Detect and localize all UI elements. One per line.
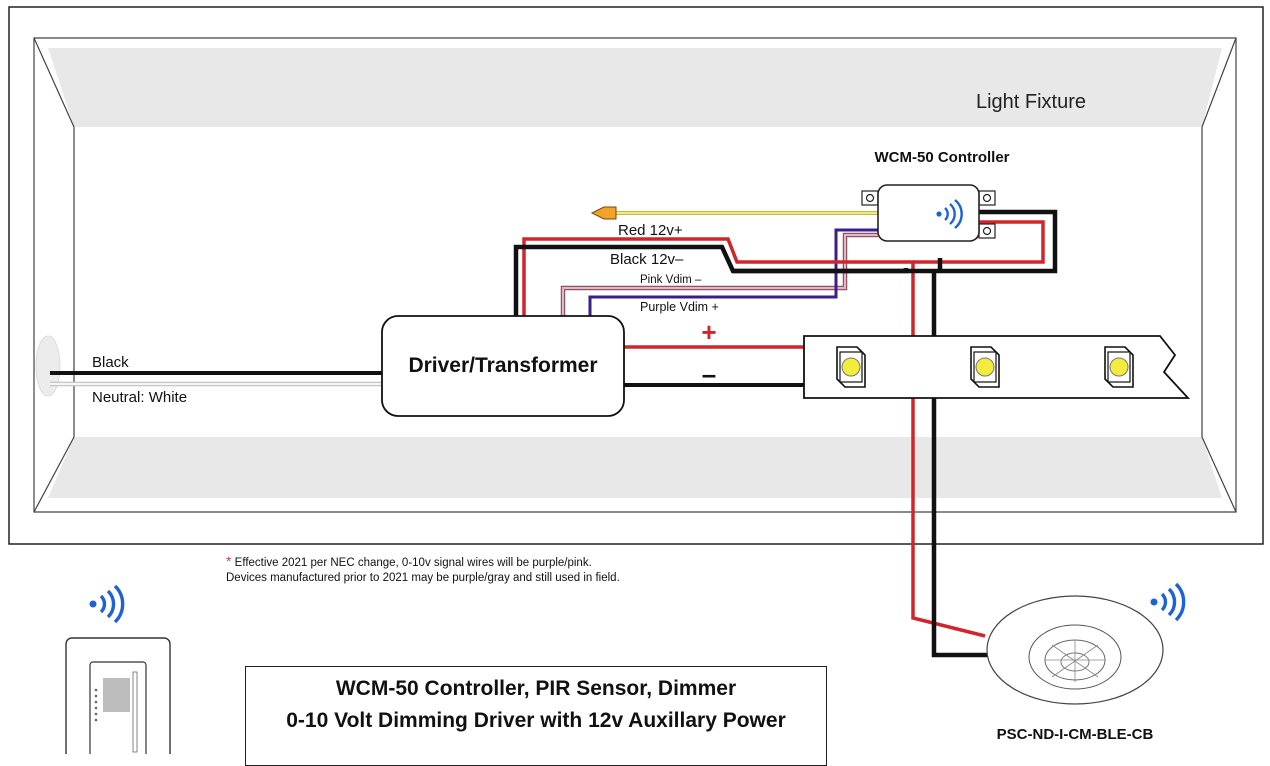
note-line-1: Effective 2021 per NEC change, 0-10v sig… [234,557,592,569]
red-wire-label: Red 12v+ [618,222,683,239]
positive-sign: + [701,317,716,347]
note-asterisk: * [226,553,232,569]
black-wire-sensor [931,271,1000,658]
negative-sign: – [702,359,716,389]
title-line-2: 0-10 Volt Dimming Driver with 12v Auxill… [286,709,786,732]
black-wire-label: Black 12v– [610,251,684,268]
black-wire-controller [733,209,1058,274]
light-fixture [8,6,1264,545]
note-line-2: Devices manufactured prior to 2021 may b… [226,572,620,584]
red-wire [522,237,986,638]
driver-label: Driver/Transformer [408,354,597,377]
controller-label: WCM-50 Controller [875,149,1010,166]
pink-wire-label: Pink Vdim – [640,274,702,286]
fixture-label: Light Fixture [976,91,1086,113]
wcm-50-controller [861,184,996,242]
title-line-1: WCM-50 Controller, PIR Sensor, Dimmer [335,677,737,700]
purple-wire-label: Purple Vdim + [640,300,719,314]
diagram-title-box: WCM-50 Controller, PIR Sensor, Dimmer 0-… [245,666,827,766]
dimmer-switch-icon [65,637,171,766]
black-line-label: Black [92,354,129,371]
red-wire-controller [913,220,1045,264]
sensor-model-label: PSC-ND-I-CM-BLE-CB [997,726,1154,743]
led-chip-icon [836,346,866,388]
wireless-icon [89,584,125,624]
wire-nut-icon [590,206,617,220]
led-chip-icon [1104,346,1134,388]
wireless-icon [1150,582,1186,622]
driver-transformer [381,315,625,417]
pink-wire [562,234,878,316]
nec-change-note: * Effective 2021 per NEC change, 0-10v s… [226,554,746,586]
neutral-line-label: Neutral: White [92,389,187,406]
purple-wire [588,228,878,316]
pir-sensor-icon [986,595,1164,705]
wireless-icon [936,199,963,229]
led-chip-icon [970,346,1000,388]
